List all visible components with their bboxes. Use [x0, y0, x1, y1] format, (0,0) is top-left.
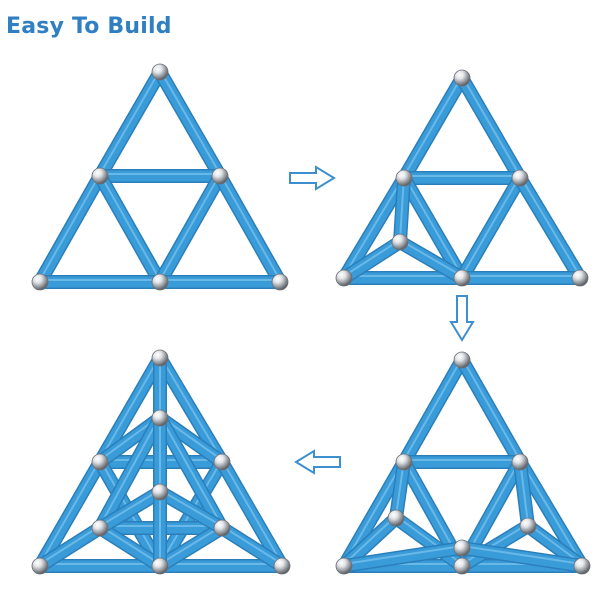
magnetic-rod [93, 411, 167, 535]
magnetic-rod [33, 169, 107, 289]
steel-ball [151, 273, 169, 291]
page-title: Easy To Build [6, 14, 172, 39]
arrow-right-icon [289, 165, 336, 191]
steel-ball [453, 557, 471, 575]
steel-ball [453, 351, 471, 369]
steel-ball [571, 269, 589, 287]
steel-ball [511, 169, 529, 187]
steel-ball [273, 557, 291, 575]
arrow-down-icon [449, 295, 475, 342]
magnetic-rod [93, 351, 167, 469]
magnetic-rod [33, 275, 167, 289]
magnetic-rod [455, 353, 527, 469]
magnetic-rod [213, 169, 287, 289]
magnetic-rod [153, 485, 229, 535]
magnetic-rod [93, 521, 167, 573]
magnetic-rod [397, 171, 527, 185]
magnetic-rod [397, 455, 527, 469]
magnetic-rod [215, 521, 289, 573]
magnetic-rod [153, 275, 287, 289]
steel-ball [573, 557, 591, 575]
magnetic-rod [93, 169, 227, 183]
steel-ball [213, 519, 231, 537]
magnetic-rod [393, 235, 469, 285]
magnetic-rod [455, 71, 527, 185]
magnetic-rod [93, 65, 167, 183]
magnetic-rod [455, 271, 587, 285]
magnetic-rod [455, 541, 589, 573]
steel-ball [213, 453, 231, 471]
magnetic-rod [153, 559, 289, 573]
step-3-three-inner-balls [335, 351, 591, 575]
steel-ball [391, 233, 409, 251]
magnetic-rod [153, 65, 227, 183]
step-2-add-inner-ball [335, 69, 589, 287]
steel-ball [91, 519, 109, 537]
magnetic-rod [513, 171, 587, 285]
magnetic-rod [153, 169, 227, 289]
magnetic-rod [33, 455, 107, 573]
magnetic-rod [513, 455, 535, 533]
arrow-left-icon [294, 449, 341, 475]
magnetic-rod [397, 71, 469, 185]
step-4-pyramid [31, 349, 291, 575]
steel-ball [151, 349, 169, 367]
magnetic-rod [337, 541, 469, 573]
magnetic-rod [393, 171, 411, 249]
steel-ball [519, 517, 537, 535]
magnetic-rod [397, 353, 469, 469]
magnetic-rod [513, 455, 589, 573]
steel-ball [395, 453, 413, 471]
magnetic-rod [215, 455, 289, 573]
steel-ball [387, 509, 405, 527]
magnetic-rod [337, 171, 411, 285]
magnetic-rod [397, 171, 469, 285]
magnetic-rod [93, 169, 167, 289]
steel-ball [151, 557, 169, 575]
magnetic-rod [455, 171, 527, 285]
magnetic-rod [337, 271, 469, 285]
steel-ball [211, 167, 229, 185]
steel-ball [335, 269, 353, 287]
steel-ball [31, 557, 49, 575]
step-1-flat-triangle [31, 63, 289, 291]
magnetic-rod [33, 521, 107, 573]
magnetic-rod [153, 521, 229, 573]
steel-ball [31, 273, 49, 291]
steel-ball [453, 539, 471, 557]
steel-ball [91, 453, 109, 471]
magnetic-rod [93, 485, 167, 535]
steel-ball [335, 557, 353, 575]
steel-ball [151, 409, 169, 427]
steel-ball [395, 169, 413, 187]
steel-ball [151, 483, 169, 501]
steel-ball [453, 269, 471, 287]
steel-ball [453, 69, 471, 87]
steel-ball [511, 453, 529, 471]
magnetic-rod [337, 235, 407, 285]
magnetic-rod [33, 559, 167, 573]
magnetic-rod [153, 411, 229, 535]
magnetic-rod [153, 351, 229, 469]
steel-ball [151, 63, 169, 81]
steel-ball [91, 167, 109, 185]
steel-ball [271, 273, 289, 291]
